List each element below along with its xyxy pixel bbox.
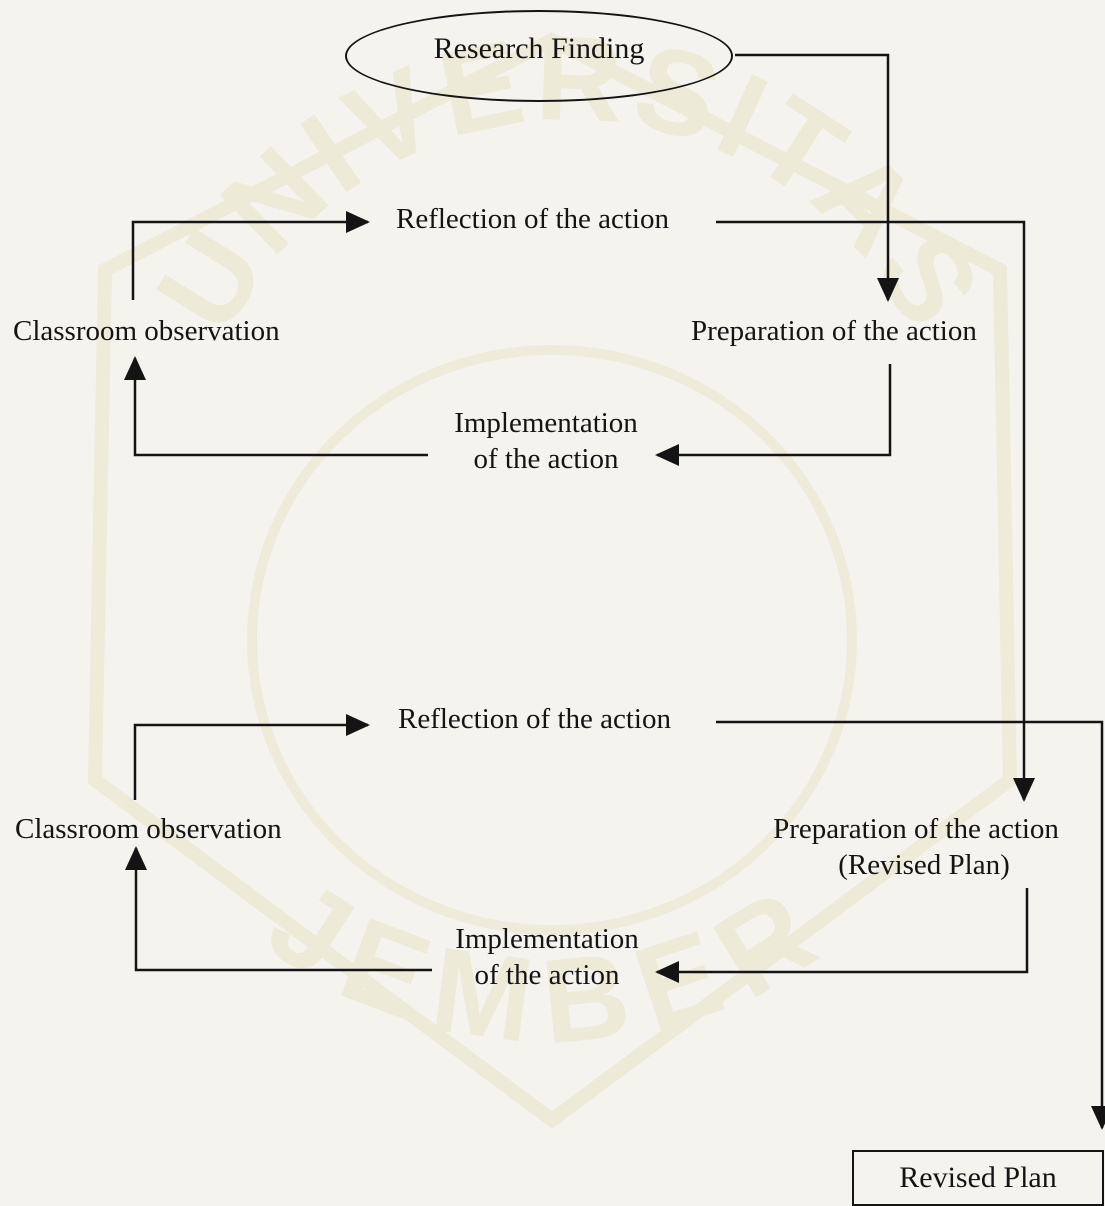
arrow-preparation-to-implementation-2 (655, 888, 1029, 983)
implementation-line-2: of the action (474, 959, 620, 991)
arrow-reflection1-to-preparation-2 (716, 220, 1035, 802)
arrow-reflection2-to-revised-plan (716, 720, 1105, 1130)
reflection-label-2: Reflection of the action (398, 703, 671, 735)
preparation-label-2: Preparation of the action (Revised Plan) (752, 811, 1080, 883)
implementation-label-2: Implementation of the action (434, 921, 660, 993)
preparation-label-1: Preparation of the action (691, 315, 977, 347)
implementation-line-1: Implementation (455, 923, 639, 955)
arrow-implementation-to-observation-2 (125, 846, 432, 972)
observation-label-2: Classroom observation (15, 813, 282, 845)
preparation-line-2: (Revised Plan) (838, 849, 1010, 881)
arrow-preparation-to-implementation-1 (655, 364, 892, 466)
arrow-finding-to-preparation-1 (735, 53, 899, 302)
revised-plan-node: Revised Plan (852, 1150, 1104, 1206)
arrow-observation-to-reflection-2 (133, 714, 370, 800)
preparation-line-1: Preparation of the action (773, 813, 1059, 845)
research-finding-node: Research Finding (345, 10, 733, 102)
implementation-line-1: Implementation (454, 407, 638, 439)
arrow-implementation-to-observation-1 (124, 356, 428, 457)
reflection-label-1: Reflection of the action (396, 203, 669, 235)
implementation-line-2: of the action (473, 443, 619, 475)
research-finding-label: Research Finding (433, 32, 645, 65)
implementation-label-1: Implementation of the action (434, 405, 658, 477)
revised-plan-label: Revised Plan (899, 1161, 1057, 1194)
arrow-observation-to-reflection-1 (131, 211, 370, 300)
observation-label-1: Classroom observation (13, 315, 280, 347)
